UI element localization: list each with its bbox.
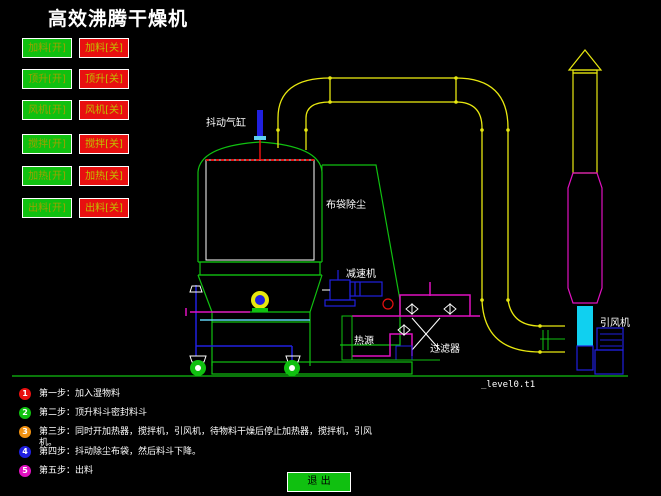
feed-on-button[interactable]: 加料[开] [22,38,72,58]
discharge-on-button[interactable]: 出料[开] [22,198,72,218]
label-bag-dust: 布袋除尘 [326,200,366,211]
filter-bag-area [205,159,315,261]
step-number: 3 [19,426,31,438]
valves [397,303,457,336]
fan-on-button[interactable]: 风机[开] [22,100,72,120]
stir-off-button[interactable]: 搅拌[关] [79,134,129,154]
discharge-off-button[interactable]: 出料[关] [79,198,129,218]
pressure-gauge [382,298,394,310]
step-text: 第二步：顶升料斗密封料斗 [39,408,148,418]
step-number: 5 [19,465,31,477]
label-filter: 过滤器 [430,344,460,355]
dryer-chamber [197,141,413,375]
step-number: 1 [19,388,31,400]
agitator [251,291,269,312]
stir-on-button[interactable]: 搅拌[开] [22,134,72,154]
duct-flange-points [276,76,542,354]
induced-fan [576,306,624,375]
lift-on-button[interactable]: 顶升[开] [22,69,72,89]
material-trolley [185,285,310,363]
lift-off-button[interactable]: 顶升[关] [79,69,129,89]
feed-off-button[interactable]: 加料[关] [79,38,129,58]
exit-button[interactable]: 退 出 [287,472,351,492]
shaker-cylinder [257,110,263,136]
label-heat-source: 热源 [354,336,374,347]
step-text: 第一步：加入湿物料 [39,389,121,399]
step-number: 4 [19,446,31,458]
level-readout: _level0.t1 [481,380,536,390]
heat-on-button[interactable]: 加热[开] [22,166,72,186]
exhaust-duct [277,77,565,353]
fan-off-button[interactable]: 风机[关] [79,100,129,120]
step-text: 第三步：同时开加热器，搅拌机，引风机，待物料干燥后停止加热器，搅拌机，引风机。 [39,427,373,448]
step-number: 2 [19,407,31,419]
label-induced-fan: 引风机 [600,318,630,329]
label-shaker-cylinder: 抖动气缸 [206,118,246,129]
step-text: 第四步：抖动除尘布袋，然后料斗下降。 [39,447,202,457]
heat-off-button[interactable]: 加热[关] [79,166,129,186]
heat-source-pipe [352,282,480,357]
label-reducer: 减速机 [346,269,376,280]
page-title: 高效沸腾干燥机 [48,8,189,30]
dust-collector [322,164,401,346]
chimney [567,49,603,304]
step-text: 第五步：出料 [39,466,94,476]
